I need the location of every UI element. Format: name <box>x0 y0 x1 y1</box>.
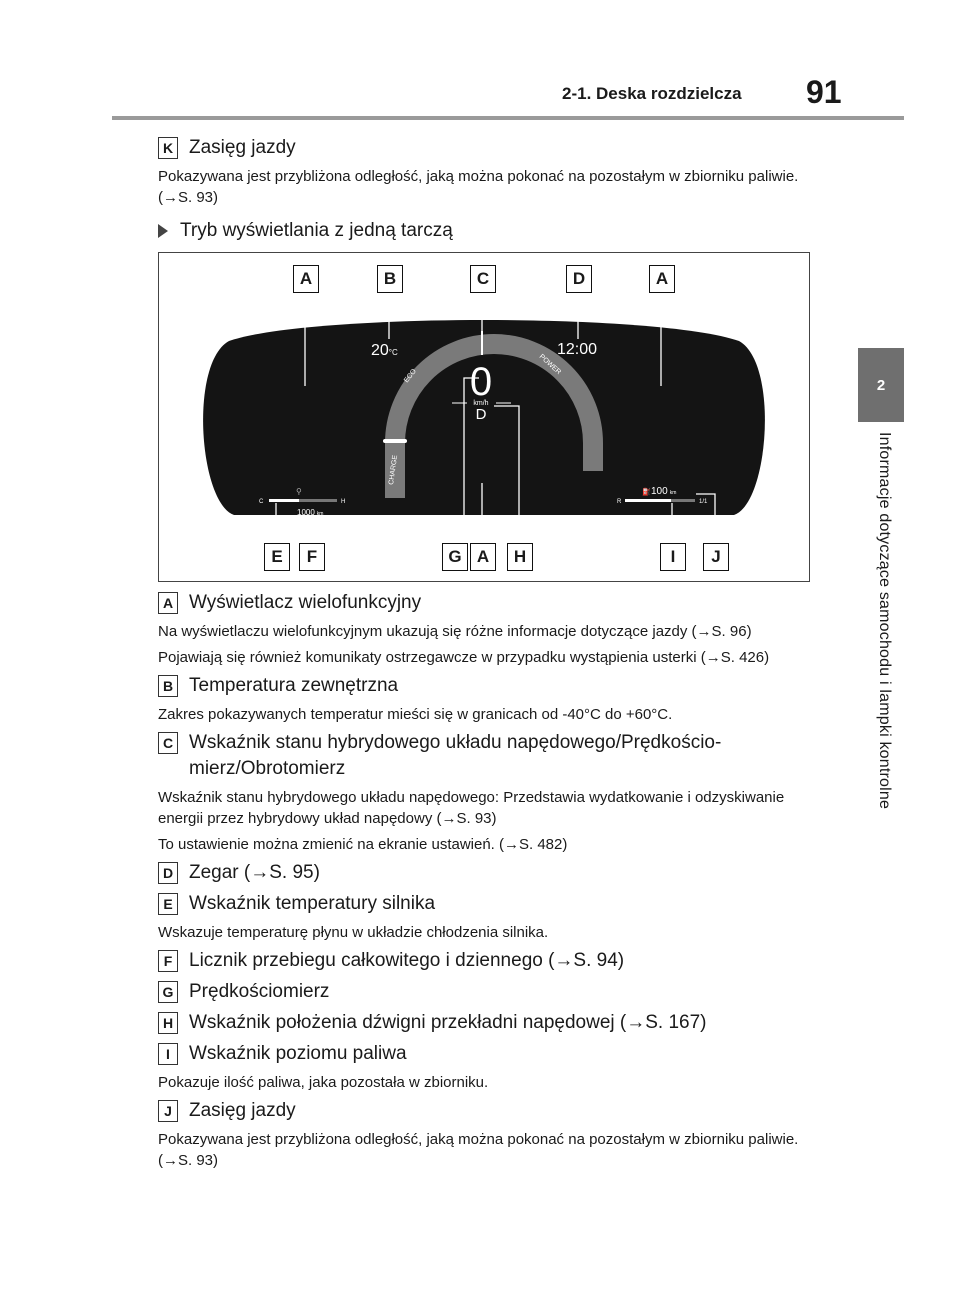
temp-cold-label: C <box>259 499 264 505</box>
item-key: D <box>158 862 178 884</box>
item-key: B <box>158 675 178 697</box>
page-number: 91 <box>806 74 842 110</box>
item-key: A <box>158 592 178 614</box>
item-title: Prędkościomierz <box>189 981 330 1002</box>
item-key: G <box>158 981 178 1003</box>
item-description: Pojawiają się również komunikaty ostrzeg… <box>158 649 770 666</box>
item-head-g: G Prędkościomierz <box>158 979 818 1005</box>
cluster-svg: 20°C 12:00 0 km/h D ECO POWER CHARGE C H… <box>203 288 765 543</box>
callout-d: D <box>566 265 592 293</box>
fuel-pump-icon: ⛽ <box>642 487 651 496</box>
item-title: Wskaźnik położenia dźwigni przekładni na… <box>189 1012 707 1033</box>
item-key: H <box>158 1012 178 1034</box>
chapter-tab[interactable]: 2 <box>858 348 904 422</box>
item-description: Na wyświetlaczu wielofunkcyjnym ukazują … <box>158 623 752 640</box>
callout-f: F <box>299 543 325 571</box>
callout-a-top-right: A <box>649 265 675 293</box>
item-key: J <box>158 1100 178 1122</box>
item-description: Wskazuje temperaturę płynu w układzie ch… <box>158 924 549 941</box>
item-head-h: H Wskaźnik położenia dźwigni przekładni n… <box>158 1010 818 1036</box>
subheading: Tryb wyświetlania z jedną tarczą <box>158 220 818 242</box>
item-description: Wskaźnik stanu hybrydowego układu napędo… <box>158 789 785 827</box>
coolant-icon: ⚲ <box>296 487 302 496</box>
item-head-b: B Temperatura zewnętrzna <box>158 673 818 699</box>
item-key: K <box>158 137 178 159</box>
charge-label: CHARGE <box>388 454 399 485</box>
item-title: Zegar (→S. 95) <box>189 862 320 883</box>
temp-hot-label: H <box>341 499 345 505</box>
fuel-full-label: 1/1 <box>699 499 708 505</box>
callout-b: B <box>377 265 403 293</box>
item-head-d: D Zegar (→S. 95) <box>158 860 818 886</box>
item-key: C <box>158 732 178 754</box>
item-title: Wskaźnik temperatury silnika <box>189 893 436 914</box>
hybrid-arc-top <box>385 334 603 444</box>
speed-unit: km/h <box>473 400 488 407</box>
item-title: Licznik przebiegu całkowitego i dzienneg… <box>189 950 625 971</box>
item-key: I <box>158 1043 178 1065</box>
item-title: Wskaźnik stanu hybrydowego układu napędo… <box>189 732 722 779</box>
item-title: Wskaźnik poziomu paliwa <box>189 1043 407 1064</box>
section-title: 2-1. Deska rozdzielcza <box>562 84 742 103</box>
chapter-title: Informacje dotyczące samochodu i lampki … <box>876 432 893 810</box>
outside-temp: 20°C <box>371 342 398 359</box>
item-description: Pokazuje ilość paliwa, jaka pozostała w … <box>158 1074 489 1091</box>
item-description: Zakres pokazywanych temperatur mieści si… <box>158 706 673 723</box>
temp-bar-track <box>269 499 337 502</box>
legend-items: A Wyświetlacz wielofunkcyjny Na wyświetlac… <box>158 590 818 1171</box>
subheading-text: Tryb wyświetlania z jedną tarczą <box>180 220 453 241</box>
page-content: K Zasięg jazdy Pokazywana jest przybliżo… <box>158 130 818 1173</box>
callout-e: E <box>264 543 290 571</box>
item-key: F <box>158 950 178 972</box>
cluster-body <box>203 320 765 515</box>
item-title: Zasięg jazdy <box>189 1100 296 1121</box>
speed-value: 0 <box>470 360 492 404</box>
item-head-j: J Zasięg jazdy <box>158 1098 818 1124</box>
callout-a-top-left: A <box>293 265 319 293</box>
item-head-f: F Licznik przebiegu całkowitego i dzienne… <box>158 948 818 974</box>
item-head-c: C Wskaźnik stanu hybrydowego układu napęd… <box>158 730 818 782</box>
callout-c: C <box>470 265 496 293</box>
item-head-a: A Wyświetlacz wielofunkcyjny <box>158 590 818 616</box>
callout-j: J <box>703 543 729 571</box>
leader-h <box>494 405 520 543</box>
item-title: Wyświetlacz wielofunkcyjny <box>189 592 422 613</box>
leader-g <box>463 377 479 543</box>
item-title: Temperatura zewnętrzna <box>189 675 399 696</box>
item-head-e: E Wskaźnik temperatury silnika <box>158 891 818 917</box>
item-description: Pokazywana jest przybliżona odległość, j… <box>158 1131 799 1169</box>
callout-a-bottom: A <box>470 543 496 571</box>
gear-text: D <box>476 406 487 423</box>
intro-item-head: K Zasięg jazdy <box>158 135 818 161</box>
item-key: E <box>158 893 178 915</box>
triangle-bullet-icon <box>158 224 168 238</box>
item-description: To ustawienie można zmienić na ekranie u… <box>158 836 568 853</box>
callout-i: I <box>660 543 686 571</box>
fuel-bar-fill <box>625 499 671 502</box>
callout-h: H <box>507 543 533 571</box>
fuel-reserve-label: R <box>617 499 622 505</box>
clock-text: 12:00 <box>557 341 597 358</box>
item-description: Pokazywana jest przybliżona odległość, j… <box>158 168 799 206</box>
leader-j <box>696 493 716 543</box>
item-head-i: I Wskaźnik poziomu paliwa <box>158 1041 818 1067</box>
callout-g: G <box>442 543 468 571</box>
temp-bar-fill <box>269 499 299 502</box>
item-title: Zasięg jazdy <box>189 137 296 158</box>
instrument-cluster-diagram: 20°C 12:00 0 km/h D ECO POWER CHARGE C H… <box>158 252 810 582</box>
header-rule <box>112 116 904 120</box>
